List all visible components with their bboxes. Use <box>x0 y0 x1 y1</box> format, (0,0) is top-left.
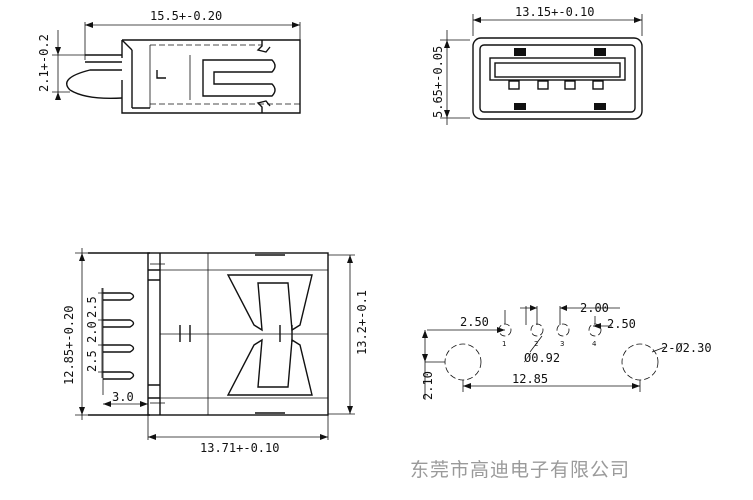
pcb-footprint: 2.50 2.00 2.50 1 2 3 4 Ø0.92 2-Ø2.30 <box>421 301 712 400</box>
top-lead-dim: 3.0 <box>112 390 134 404</box>
front-height-dim: 5.65+-0.05 <box>431 46 445 118</box>
top-height-dim: 12.85+-0.20 <box>62 306 76 385</box>
footprint-pitch-right: 2.50 <box>607 317 636 331</box>
footprint-mount-hole: 2-Ø2.30 <box>661 341 712 355</box>
top-pin-pitch-3: 2.5 <box>85 350 99 372</box>
front-width-dim: 13.15+-0.10 <box>515 5 594 19</box>
front-view: 13.15+-0.10 5.65+-0.05 <box>431 5 643 125</box>
side-width-dim: 15.5+-0.20 <box>150 9 222 23</box>
side-view: 15.5+-0.20 2.1+-0.2 <box>37 9 301 114</box>
top-width-dim: 13.71+-0.10 <box>200 441 279 455</box>
top-right-dim: 13.2+-0.1 <box>355 290 369 355</box>
top-view: 12.85+-0.20 2.5 2.0 2.5 3.0 <box>62 248 369 455</box>
footprint-row-offset: 2.10 <box>421 371 435 400</box>
footprint-pin-hole: Ø0.92 <box>524 351 560 365</box>
top-pin-pitch-2: 2.0 <box>85 321 99 343</box>
side-height-dim: 2.1+-0.2 <box>37 34 51 92</box>
footprint-pin-1: 1 <box>502 340 506 348</box>
footprint-pitch-left: 2.50 <box>460 315 489 329</box>
footprint-pitch-mid: 2.00 <box>580 301 609 315</box>
top-pin-pitch-1: 2.5 <box>85 296 99 318</box>
footprint-hole-span: 12.85 <box>512 372 548 386</box>
watermark: 东莞市高迪电子有限公司 <box>410 459 630 481</box>
footprint-pin-3: 3 <box>560 340 564 348</box>
footprint-pin-4: 4 <box>592 340 597 348</box>
